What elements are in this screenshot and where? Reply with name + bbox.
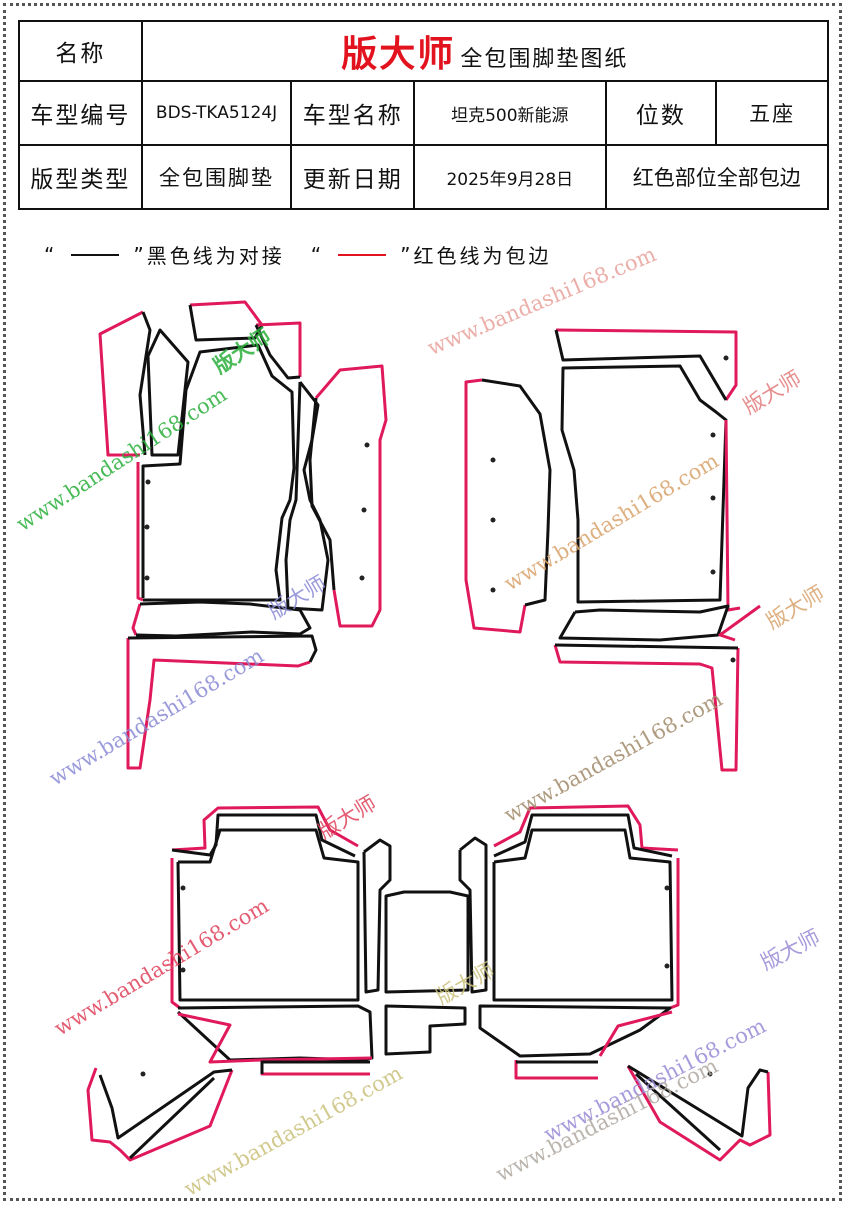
rl-top-edge bbox=[171, 805, 359, 852]
fr-sill-join bbox=[558, 604, 730, 642]
fl-step-join bbox=[127, 634, 318, 663]
legend-red-text: 红色线为包边 bbox=[413, 244, 552, 268]
fl-top-right-edge bbox=[255, 321, 302, 377]
rr-right-edge bbox=[669, 858, 680, 1010]
rl-sill-join bbox=[176, 1004, 374, 1062]
rl-divider-strip bbox=[362, 838, 392, 994]
rear-right-mat bbox=[458, 804, 772, 1162]
name-label: 名称 bbox=[18, 20, 143, 82]
rr-step-edge bbox=[514, 1060, 598, 1080]
fr-step-edge bbox=[553, 644, 740, 772]
fl-tunnel-join bbox=[308, 397, 336, 591]
rear-center-mat bbox=[384, 890, 470, 1056]
fl-main-join bbox=[141, 343, 296, 602]
fr-step-join bbox=[554, 643, 739, 650]
rear-left-mat bbox=[86, 805, 392, 1162]
fr-top-join bbox=[554, 329, 728, 401]
rr-sill-edge bbox=[598, 1010, 673, 1057]
doc-title: 全包围脚垫图纸 bbox=[460, 47, 629, 72]
rr-sill-join bbox=[478, 1004, 672, 1058]
rl-main-join bbox=[176, 828, 360, 1002]
line-legend: “ ” 黑色线为对接 “ ” 红色线为包边 bbox=[44, 240, 552, 269]
fl-step-edge bbox=[126, 638, 311, 770]
doc-title-cell: 版大师 全包围脚垫图纸 bbox=[140, 20, 830, 82]
front-right-mat bbox=[464, 328, 761, 772]
rr-main-join bbox=[492, 828, 674, 1002]
rc-tunnel bbox=[384, 890, 470, 994]
rl-top-join bbox=[171, 813, 356, 858]
pattern-type-label: 版型类型 bbox=[18, 144, 143, 210]
model-name-label: 车型名称 bbox=[290, 80, 416, 146]
front-left-mat bbox=[98, 300, 388, 770]
edge-note: 红色部位全部包边 bbox=[604, 144, 830, 210]
rl-arc-inner bbox=[128, 1076, 216, 1160]
fl-sill-edge bbox=[131, 603, 142, 636]
fl-door-panel-join bbox=[138, 311, 152, 456]
model-name: 坦克500新能源 bbox=[413, 80, 607, 146]
spec-table: 名称 版大师 全包围脚垫图纸 车型编号 BDS-TKA5124J 车型名称 坦克… bbox=[18, 20, 830, 210]
legend-quote-open-1: “ bbox=[44, 242, 58, 267]
rr-divider-strip bbox=[458, 836, 488, 994]
seats-label: 位数 bbox=[604, 80, 718, 146]
fr-main-edge bbox=[724, 419, 741, 612]
rl-arc-join bbox=[98, 1068, 233, 1140]
model-code-label: 车型编号 bbox=[18, 80, 143, 146]
rc-lower-left bbox=[384, 1004, 467, 1056]
update-date: 2025年9月28日 bbox=[413, 144, 607, 210]
black-line-sample bbox=[71, 253, 120, 256]
rl-arc-edge bbox=[86, 1067, 234, 1162]
rr-arc-edge bbox=[626, 1065, 772, 1162]
legend-quote-close-1: ” bbox=[133, 242, 147, 267]
rr-arc-join bbox=[627, 1064, 769, 1138]
rl-left-edge bbox=[170, 858, 181, 1010]
page-border bbox=[3, 3, 842, 1201]
rr-top-edge bbox=[493, 804, 679, 852]
pattern-type: 全包围脚垫 bbox=[140, 144, 293, 210]
fr-left-edge bbox=[464, 378, 527, 634]
update-label: 更新日期 bbox=[290, 144, 416, 210]
fr-sill-edge bbox=[718, 604, 761, 642]
rr-arc-inner bbox=[634, 1072, 722, 1152]
model-code: BDS-TKA5124J bbox=[140, 80, 293, 146]
fl-top-edge bbox=[189, 300, 264, 326]
fl-main-edge bbox=[136, 462, 144, 602]
rl-step-join bbox=[260, 1060, 370, 1074]
rl-sill-edge bbox=[177, 1012, 373, 1064]
rr-top-join bbox=[493, 813, 673, 858]
legend-black-text: 黑色线为对接 bbox=[146, 244, 285, 268]
brand-logo-text: 版大师 bbox=[341, 34, 456, 75]
fl-door-panel-edge bbox=[98, 310, 144, 457]
fl-tunnel-edge bbox=[314, 364, 388, 628]
fr-left-join bbox=[481, 378, 552, 607]
red-line-sample bbox=[338, 253, 387, 256]
fr-top-edge bbox=[555, 328, 738, 401]
seats-value: 五座 bbox=[715, 80, 829, 146]
fl-top-right-join bbox=[254, 324, 301, 380]
legend-quote-close-2: ” bbox=[400, 242, 414, 267]
fr-main-join bbox=[560, 364, 728, 604]
fl-sill-join bbox=[135, 600, 312, 638]
legend-quote-open-2: “ bbox=[310, 242, 325, 267]
